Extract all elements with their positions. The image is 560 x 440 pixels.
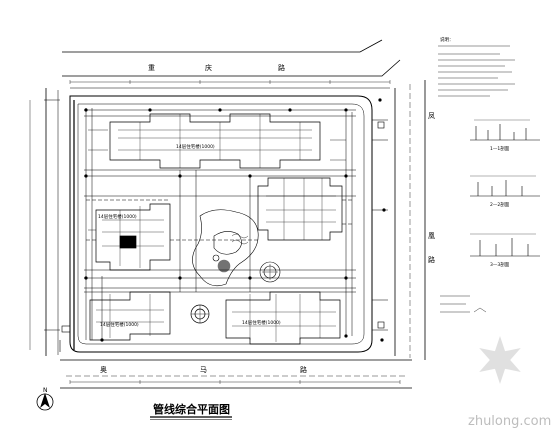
watermark-logo [479, 336, 521, 384]
road-right-char-2: 凰 [428, 232, 435, 240]
buildings [89, 113, 343, 345]
building-label-4: 14层住宅楼(1000) [242, 319, 281, 326]
north-arrow-icon [40, 393, 50, 408]
central-garden [192, 209, 281, 287]
road-bottom-char-2: 马 [200, 366, 207, 374]
road-bottom-char-1: 奥 [100, 365, 107, 374]
building-label-3: 14层住宅楼(1000) [100, 321, 139, 328]
section-details [440, 119, 540, 313]
exterior-features [44, 99, 388, 352]
road-top-char-1: 重 [148, 64, 155, 72]
road-bottom-char-3: 路 [300, 365, 307, 374]
road-top-char-3: 路 [278, 63, 285, 72]
notes-heading: 说明： [440, 36, 454, 43]
section-label-3: 3—3剖面 [490, 261, 510, 268]
pipeline-network [73, 100, 356, 350]
notes-panel [438, 45, 515, 97]
road-right-char-1: 凤 [428, 112, 435, 120]
north-arrow: N [36, 387, 54, 411]
manhole-nodes [84, 98, 386, 342]
building-label-1: 14层住宅楼(1000) [176, 143, 215, 150]
section-label-1: 1—1剖面 [490, 145, 510, 152]
north-label: N [43, 387, 48, 394]
road-top-char-2: 庆 [205, 63, 212, 72]
roundabout [190, 304, 210, 324]
building-label-2: 14层住宅楼(1000) [98, 213, 137, 220]
watermark-text: zhulong.com [468, 414, 551, 429]
road-outlines [45, 39, 426, 389]
site-boundary [69, 95, 373, 353]
section-label-2: 2—2剖面 [490, 201, 510, 208]
road-right-char-3: 路 [428, 255, 435, 264]
dimension-lines [29, 80, 401, 384]
drawing-title: 管线综合平面图 [153, 402, 230, 416]
